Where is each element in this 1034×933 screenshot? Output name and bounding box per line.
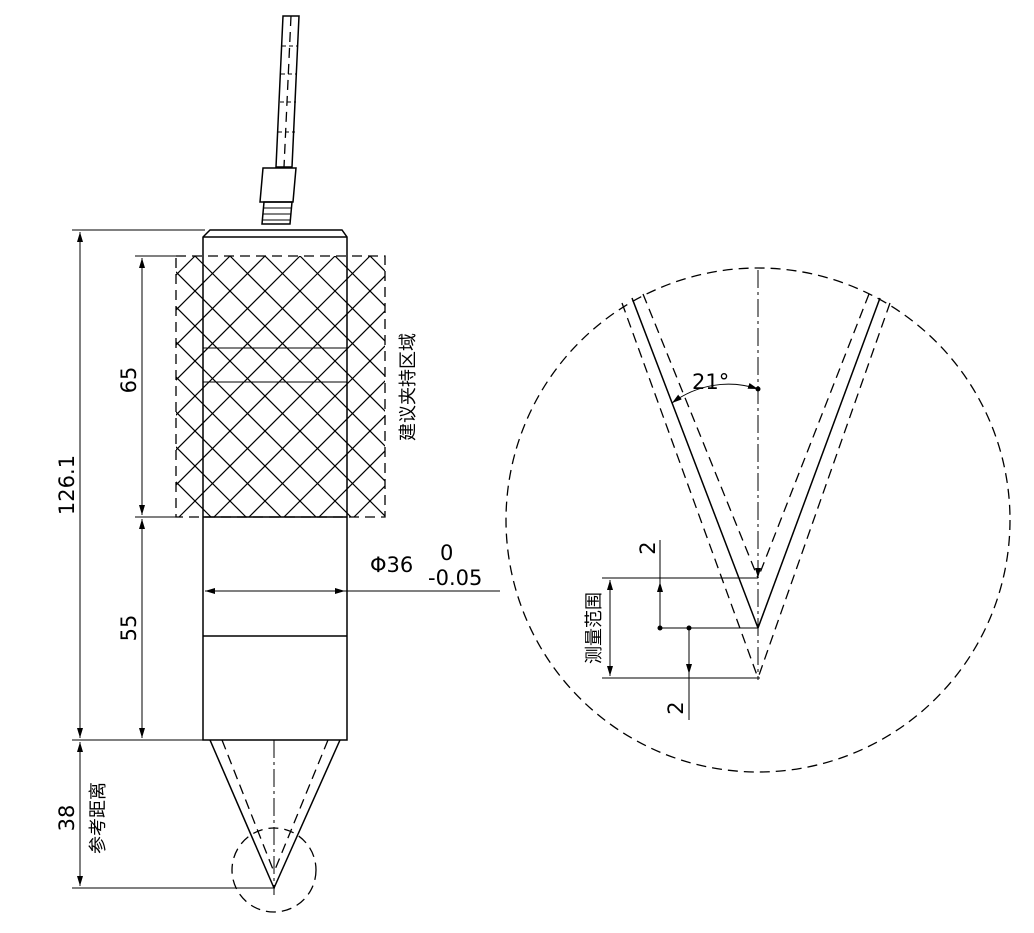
dimension-ref-distance	[72, 742, 275, 889]
hatch-line	[176, 256, 231, 311]
hatch-line	[176, 516, 177, 517]
hatch-line	[0, 256, 20, 517]
hatch-line	[176, 306, 385, 517]
hatch-line	[545, 256, 806, 517]
dimension-grip-length	[135, 255, 178, 518]
detail-view	[505, 267, 1011, 773]
hatch-line	[176, 446, 247, 517]
hatch-line	[615, 256, 876, 517]
hatch-line	[176, 411, 282, 517]
hatch-line	[318, 450, 385, 517]
measure-range-label: 测量范围	[584, 592, 605, 664]
hatch-line	[176, 256, 196, 276]
hatch-line	[264, 256, 385, 377]
sensor-cable	[275, 15, 300, 168]
ref-distance-label: 参考距离	[88, 782, 109, 854]
hatch-line	[229, 256, 385, 412]
dimension-measure-range	[602, 540, 760, 720]
hatch-line	[248, 380, 385, 517]
range-lower-value: 2	[664, 701, 688, 714]
hatch-line	[194, 256, 385, 447]
diameter-value: Φ36	[370, 553, 413, 577]
grip-area-hatch	[0, 255, 876, 518]
hatch-line	[176, 256, 266, 346]
hatch-line	[176, 376, 317, 517]
cable-connector	[259, 167, 297, 225]
hatch-line	[283, 415, 385, 517]
sensor-tip	[209, 739, 341, 913]
hatch-line	[299, 256, 385, 342]
hatch-line	[353, 485, 385, 517]
hatch-line	[0, 256, 55, 517]
range-upper-value: 2	[636, 541, 660, 554]
hatch-line	[405, 256, 666, 517]
diameter-tolerance-lower: -0.05	[428, 566, 482, 590]
hatch-line	[176, 256, 301, 381]
hatch-line	[176, 256, 336, 416]
diameter-tolerance-upper: 0	[440, 541, 453, 565]
angle-value: 21°	[692, 370, 729, 394]
hatch-line	[178, 310, 385, 517]
lower-length-value: 55	[117, 615, 141, 642]
sensor-body	[202, 229, 348, 741]
hatch-line	[176, 271, 385, 482]
hatch-line	[176, 275, 385, 486]
hatch-line	[334, 256, 385, 307]
grip-area-label: 建议夹持区域	[398, 333, 419, 441]
hatch-line	[213, 345, 385, 517]
hatch-line	[176, 481, 212, 517]
total-length-value: 126.1	[55, 455, 79, 515]
ref-distance-value: 38	[55, 805, 79, 832]
hatch-line	[510, 256, 771, 517]
hatch-line	[176, 256, 371, 451]
dimension-total-length	[72, 229, 205, 741]
grip-length-value: 65	[117, 367, 141, 394]
hatch-line	[176, 341, 352, 517]
hatch-line	[440, 256, 701, 517]
